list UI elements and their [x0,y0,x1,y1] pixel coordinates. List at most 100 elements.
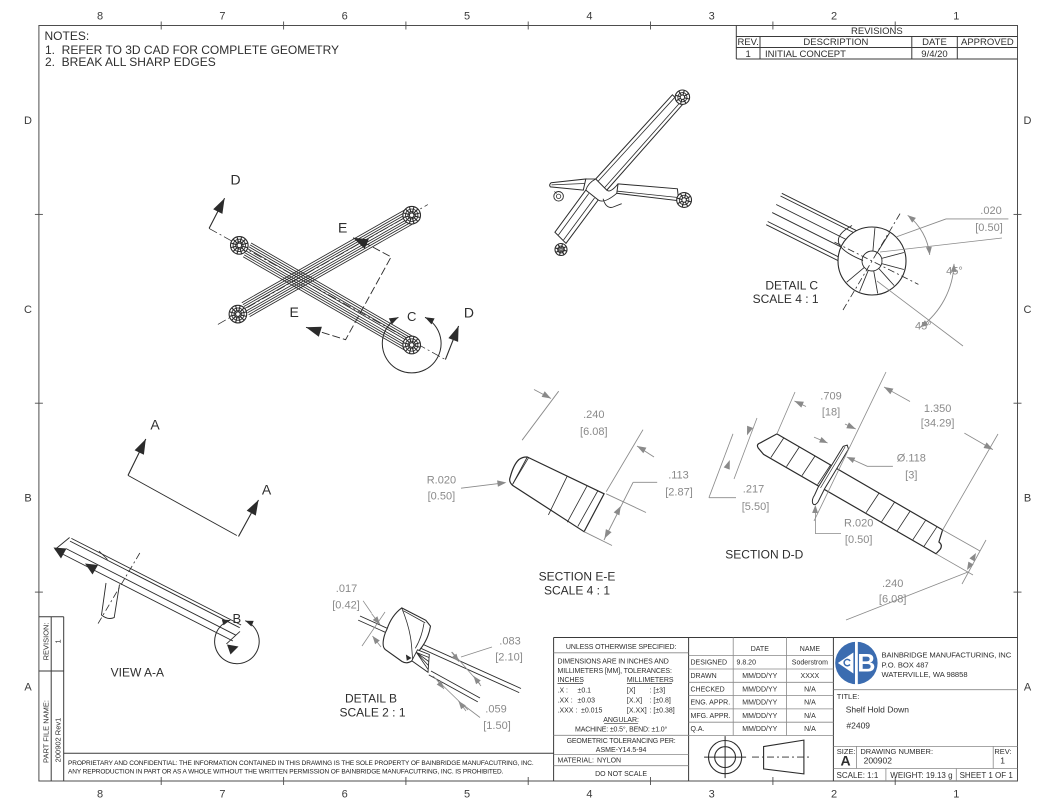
svg-text:[6.08]: [6.08] [879,594,907,606]
svg-text:[0.50]: [0.50] [975,222,1003,234]
svg-text:SCALE 4 : 1: SCALE 4 : 1 [544,584,610,598]
svg-text:8: 8 [97,11,103,23]
svg-text:UNLESS OTHERWISE SPECIFIED:: UNLESS OTHERWISE SPECIFIED: [566,644,677,651]
svg-text:N/A: N/A [804,713,816,720]
svg-text:SIZE:: SIZE: [837,747,856,756]
svg-text:[0.50]: [0.50] [845,534,873,546]
svg-text:DRAWING NUMBER:: DRAWING NUMBER: [860,747,933,756]
svg-text:C: C [407,309,416,324]
svg-text:INCHES: INCHES [558,677,585,684]
svg-text:SECTION D-D: SECTION D-D [725,548,803,562]
svg-text:NAME: NAME [800,646,821,653]
svg-text:Q.A.: Q.A. [691,726,705,733]
svg-text:NOTES:: NOTES: [45,29,90,43]
svg-text:D: D [230,172,240,188]
svg-text:WEIGHT: 19.13 g: WEIGHT: 19.13 g [890,771,952,780]
svg-text:MATERIAL:: MATERIAL: [558,758,594,765]
svg-text:DO NOT SCALE: DO NOT SCALE [595,771,647,778]
svg-text:N/A: N/A [804,700,816,707]
svg-text:3: 3 [709,11,715,23]
svg-text:MM/DD/YY: MM/DD/YY [742,726,777,733]
svg-text:MM/DD/YY: MM/DD/YY [742,700,777,707]
svg-text:XXXX: XXXX [801,673,820,680]
svg-text:DRAWN: DRAWN [691,673,717,680]
svg-text:[2.87]: [2.87] [665,487,693,499]
svg-text:C: C [1024,304,1032,316]
svg-text:[0.42]: [0.42] [332,600,360,612]
svg-text:GEOMETRIC TOLERANCING PER:: GEOMETRIC TOLERANCING PER: [567,738,676,745]
svg-text:SCALE 4 : 1: SCALE 4 : 1 [753,292,819,306]
svg-text:CHECKED: CHECKED [691,686,725,693]
svg-text:A: A [150,417,160,433]
svg-text:SHEET 1 OF 1: SHEET 1 OF 1 [960,771,1014,780]
svg-text:SCALE 2 : 1: SCALE 2 : 1 [339,706,405,720]
svg-text:DIMENSIONS ARE IN INCHES AND: DIMENSIONS ARE IN INCHES AND [558,659,669,666]
svg-text:4: 4 [586,789,592,801]
svg-text:4: 4 [586,11,592,23]
svg-text:.083: .083 [499,636,520,648]
svg-text:A: A [262,482,272,498]
svg-text:DESIGNED: DESIGNED [691,660,728,667]
svg-text:1: 1 [953,789,959,801]
svg-text:ANY REPRODUCTION IN PART OR AS: ANY REPRODUCTION IN PART OR AS A WHOLE W… [68,768,504,775]
svg-text:R.020: R.020 [427,475,456,487]
svg-text:Soderstrom: Soderstrom [792,660,828,667]
svg-text:[6.08]: [6.08] [580,426,608,438]
svg-text:N/A: N/A [804,686,816,693]
svg-text:D: D [24,115,32,127]
svg-text:9/4/20: 9/4/20 [921,49,947,60]
svg-text:.XXX :: .XXX : [558,708,578,715]
svg-text:200902: 200902 [864,756,893,766]
svg-text:[2.10]: [2.10] [495,652,523,664]
svg-text:D: D [464,305,474,321]
svg-text:Shelf Hold Down: Shelf Hold Down [846,705,910,715]
svg-text:±0.1: ±0.1 [578,687,592,694]
svg-text:8: 8 [97,789,103,801]
svg-text:1.350: 1.350 [924,403,952,415]
svg-text:N/A: N/A [804,726,816,733]
svg-text:PROPRIETARY AND CONFIDENTIAL:: PROPRIETARY AND CONFIDENTIAL: THE INFORM… [68,760,534,767]
svg-text:1: 1 [745,49,750,60]
svg-text:REVISIONS: REVISIONS [851,26,903,37]
svg-text:.017: .017 [336,583,357,595]
svg-text:2: 2 [831,11,837,23]
svg-text:REVISION:: REVISION: [42,622,51,660]
svg-text:2. BREAK ALL SHARP EDGES: 2. BREAK ALL SHARP EDGES [45,55,216,69]
svg-text:5: 5 [464,11,470,23]
svg-text:1. REFER TO 3D CAD FOR COMPLE: 1. REFER TO 3D CAD FOR COMPLETE GEOMETRY [45,43,339,57]
svg-text:[18]: [18] [822,407,840,419]
svg-text:MACHINE: ±0.5°, BEND: ±1.0°: MACHINE: ±0.5°, BEND: ±1.0° [575,726,667,734]
svg-text:[3]: [3] [905,470,917,482]
svg-text:.240: .240 [882,578,903,590]
svg-text:.X :: .X : [558,687,569,694]
svg-text:E: E [338,220,347,236]
svg-text:±0.03: ±0.03 [578,698,596,705]
svg-text:MFG. APPR.: MFG. APPR. [691,713,731,720]
svg-text:1: 1 [1000,756,1005,766]
svg-text:B: B [24,493,31,505]
svg-text:C: C [24,304,32,316]
svg-text:ENG. APPR.: ENG. APPR. [691,700,731,707]
svg-text:[34.29]: [34.29] [921,418,955,430]
svg-text:: [±3]: : [±3] [650,687,666,694]
svg-text:Ø.118: Ø.118 [897,453,926,465]
svg-text:1: 1 [953,11,959,23]
svg-text:6: 6 [342,11,348,23]
svg-text:B: B [232,611,241,626]
svg-text:B: B [1024,493,1031,505]
svg-text:.XX :: .XX : [558,698,573,705]
svg-text:2: 2 [831,789,837,801]
svg-text:A: A [1024,682,1032,694]
svg-text:P.O. BOX 487: P.O. BOX 487 [882,660,929,669]
svg-text:SECTION E-E: SECTION E-E [539,570,616,584]
svg-text:D: D [1024,115,1032,127]
svg-text:9.8.20: 9.8.20 [737,660,757,667]
svg-text:DESCRIPTION: DESCRIPTION [803,37,868,48]
svg-text:TITLE:: TITLE: [837,692,860,701]
svg-text:5: 5 [464,789,470,801]
svg-text:3: 3 [709,789,715,801]
svg-text:REV.: REV. [737,37,758,48]
svg-text:200902 Rev1: 200902 Rev1 [54,718,63,763]
svg-text:WATERVILLE, WA 98858: WATERVILLE, WA 98858 [882,670,968,679]
svg-text:ANGULAR:: ANGULAR: [603,717,639,724]
